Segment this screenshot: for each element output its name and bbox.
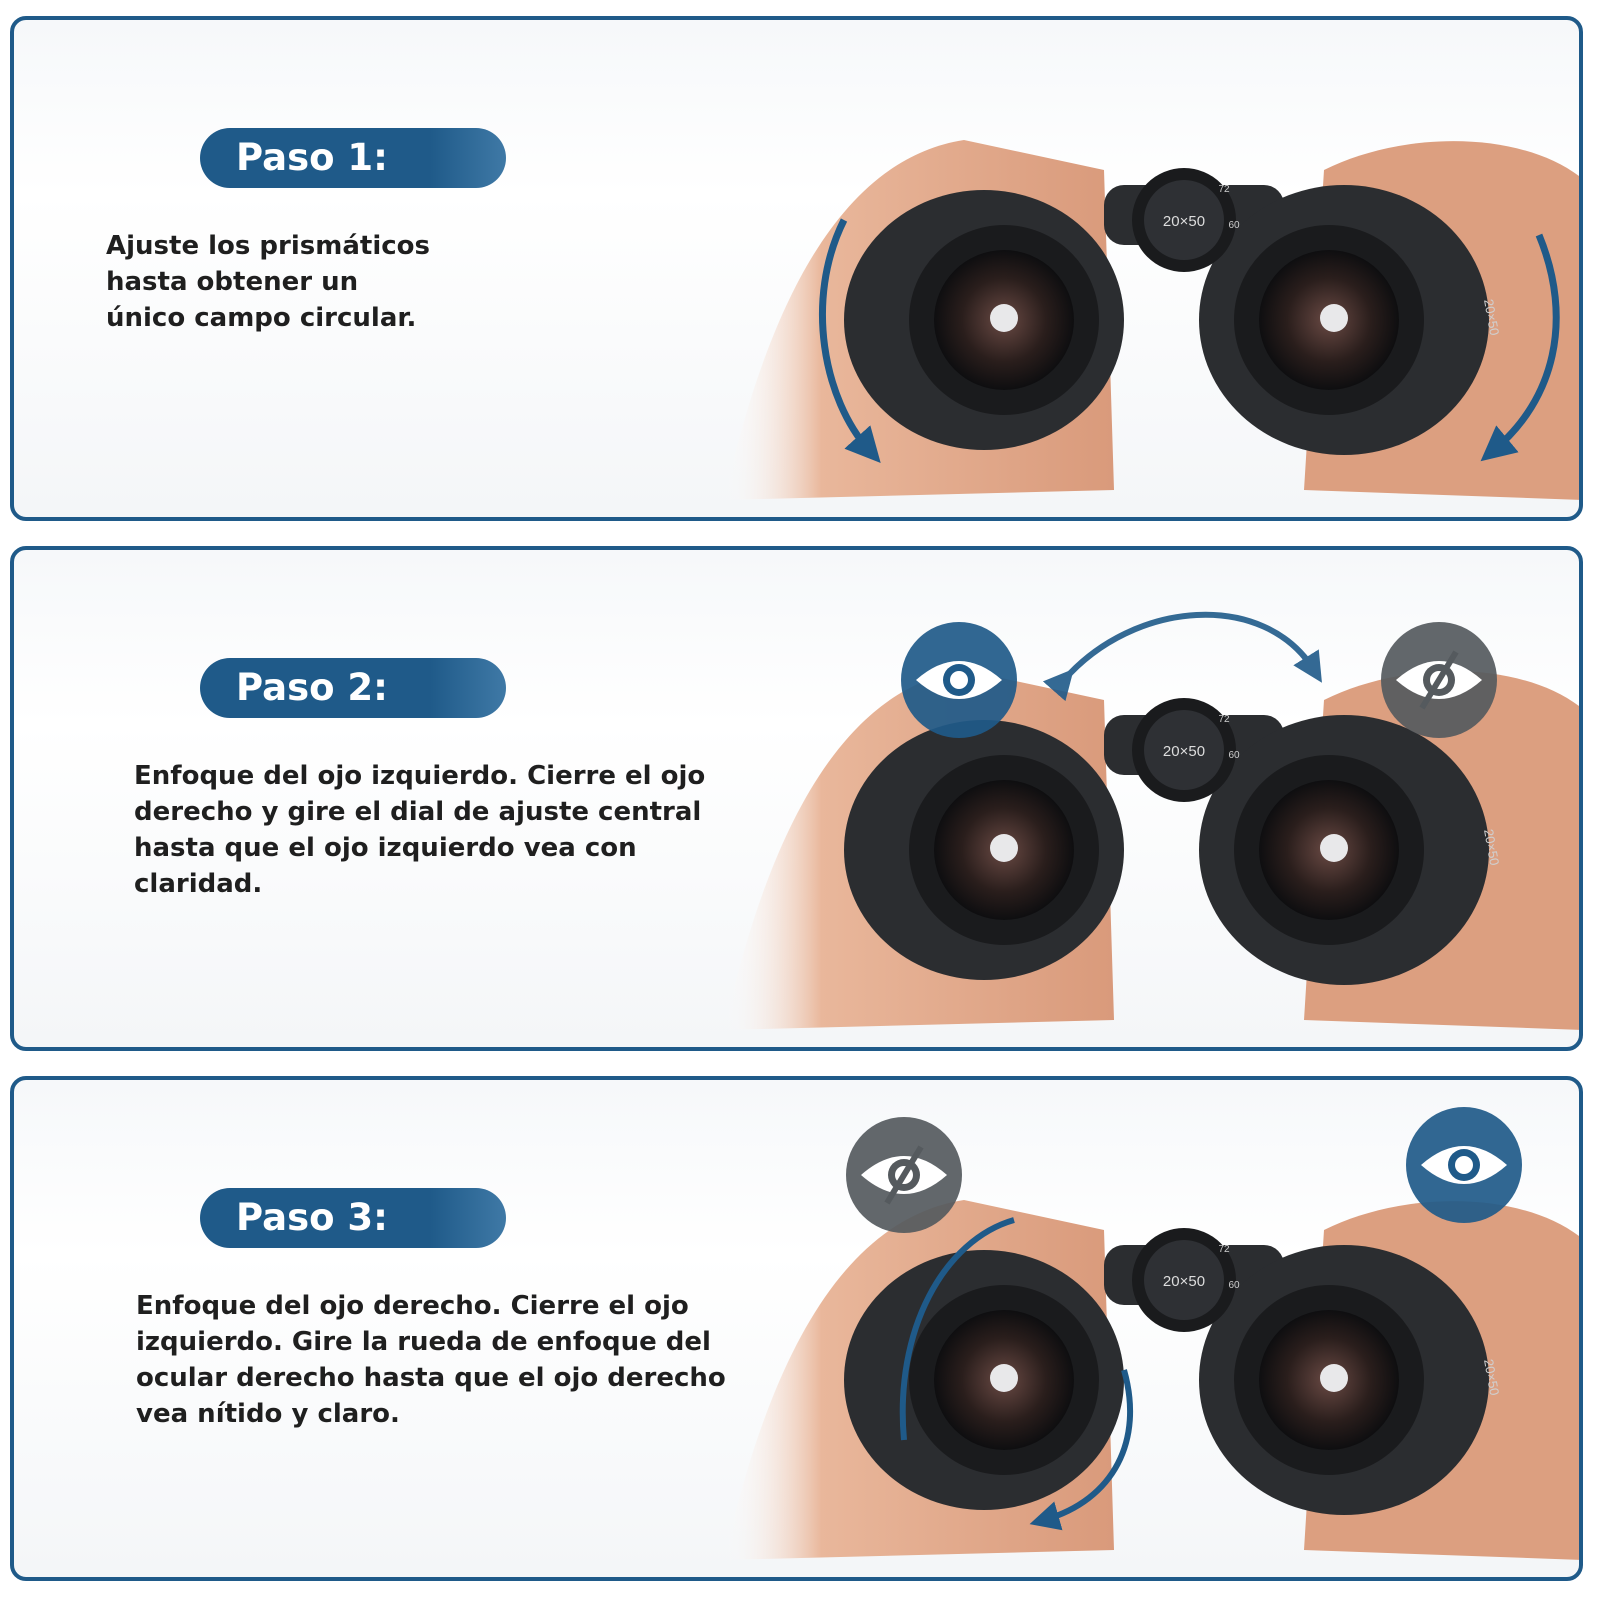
step-panel-1: Paso 1: Ajuste los prismáticos hasta obt… xyxy=(10,16,1583,521)
binoculars-illustration: 20×50 72 60 20×50 xyxy=(704,550,1579,1047)
eye-open-icon xyxy=(901,622,1017,738)
step-instructions: Enfoque del ojo izquierdo. Cierre el ojo… xyxy=(134,761,706,899)
dial-model-label: 20×50 xyxy=(1163,1273,1205,1290)
scale-top-label: 72 xyxy=(1218,1244,1230,1255)
scale-top-label: 72 xyxy=(1218,714,1230,725)
barrel-model-label: 20×50 xyxy=(1481,828,1502,867)
binoculars: 20×50 72 60 20×50 xyxy=(844,1228,1502,1515)
curved-arrow-down-right-icon xyxy=(1480,233,1560,462)
binoculars: 20×50 72 60 20×50 xyxy=(844,168,1502,455)
step-badge: Paso 1: xyxy=(200,128,506,188)
step-badge: Paso 2: xyxy=(200,658,506,718)
eye-closed-icon xyxy=(1381,622,1497,738)
binoculars-illustration: 20×50 72 60 20×50 xyxy=(704,1080,1579,1577)
step-badge: Paso 3: xyxy=(200,1188,506,1248)
step-instructions: Enfoque del ojo derecho. Cierre el ojo i… xyxy=(136,1291,726,1429)
dial-model-label: 20×50 xyxy=(1163,213,1205,230)
eye-closed-icon xyxy=(846,1117,962,1233)
step-panel-2: Paso 2: Enfoque del ojo izquierdo. Cierr… xyxy=(10,546,1583,1051)
step-panel-3: Paso 3: Enfoque del ojo derecho. Cierre … xyxy=(10,1076,1583,1581)
scale-bottom-label: 60 xyxy=(1228,220,1240,231)
scale-bottom-label: 60 xyxy=(1228,750,1240,761)
scale-top-label: 72 xyxy=(1218,184,1230,195)
step-instructions: Ajuste los prismáticos hasta obtener un … xyxy=(106,231,430,333)
double-curved-arrow-icon xyxy=(899,1217,1134,1520)
scale-bottom-label: 60 xyxy=(1228,1280,1240,1291)
barrel-model-label: 20×50 xyxy=(1481,298,1502,337)
eye-open-icon xyxy=(1406,1107,1522,1223)
binoculars: 20×50 72 60 20×50 xyxy=(844,698,1502,985)
dial-model-label: 20×50 xyxy=(1163,743,1205,760)
curved-arrow-down-left-icon xyxy=(819,218,881,464)
double-curved-arrow-icon xyxy=(1042,611,1322,702)
binoculars-illustration: 20×50 72 60 20×50 xyxy=(704,20,1579,517)
barrel-model-label: 20×50 xyxy=(1481,1358,1502,1397)
